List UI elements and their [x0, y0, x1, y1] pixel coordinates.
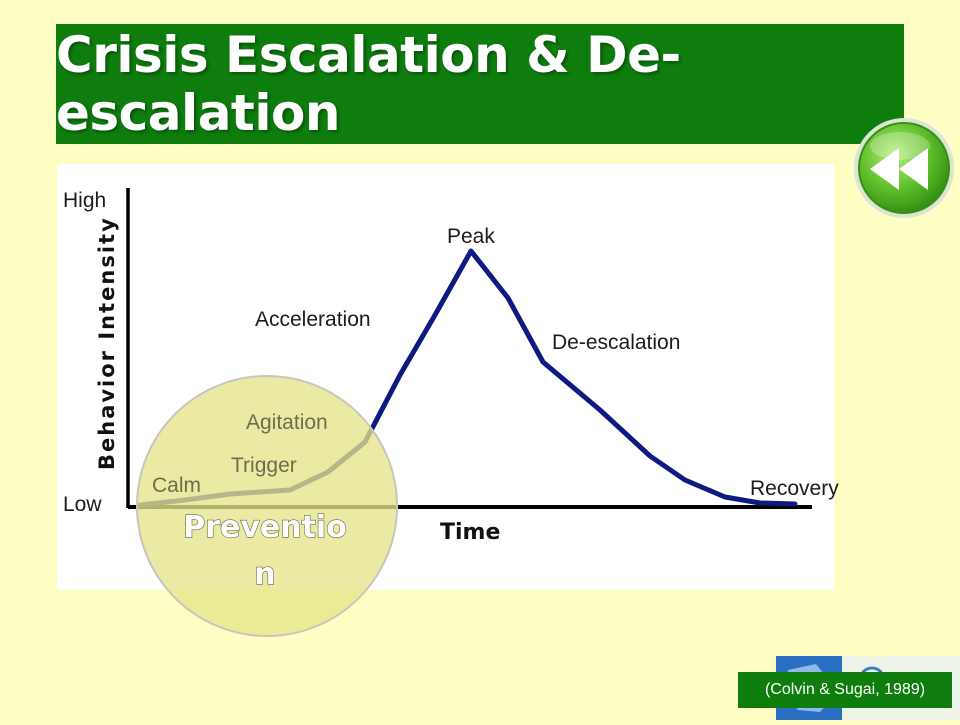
- prevention-label-line1: Preventio: [183, 510, 347, 545]
- peak-label: Peak: [447, 225, 495, 248]
- y-low-label: Low: [63, 493, 102, 516]
- acceleration-label: Acceleration: [255, 308, 371, 331]
- back-button[interactable]: [852, 116, 956, 220]
- page-title: Crisis Escalation & De-escalation: [56, 26, 681, 142]
- y-high-label: High: [63, 189, 106, 212]
- citation-text: (Colvin & Sugai, 1989): [764, 681, 926, 698]
- x-axis-label: Time: [440, 520, 500, 545]
- calm-label: Calm: [152, 474, 201, 497]
- agitation-label: Agitation: [246, 411, 328, 434]
- y-axis-label: Behavior Intensity: [95, 216, 119, 470]
- recovery-label: Recovery: [750, 477, 839, 500]
- rewind-icon: [854, 118, 954, 218]
- trigger-label: Trigger: [231, 454, 297, 477]
- title-bar: Crisis Escalation & De-escalation: [56, 24, 904, 144]
- prevention-label-line2: n: [254, 557, 275, 592]
- citation-box: (Colvin & Sugai, 1989): [738, 672, 952, 708]
- deescalation-label: De-escalation: [552, 331, 680, 354]
- prevention-circle: [136, 375, 398, 637]
